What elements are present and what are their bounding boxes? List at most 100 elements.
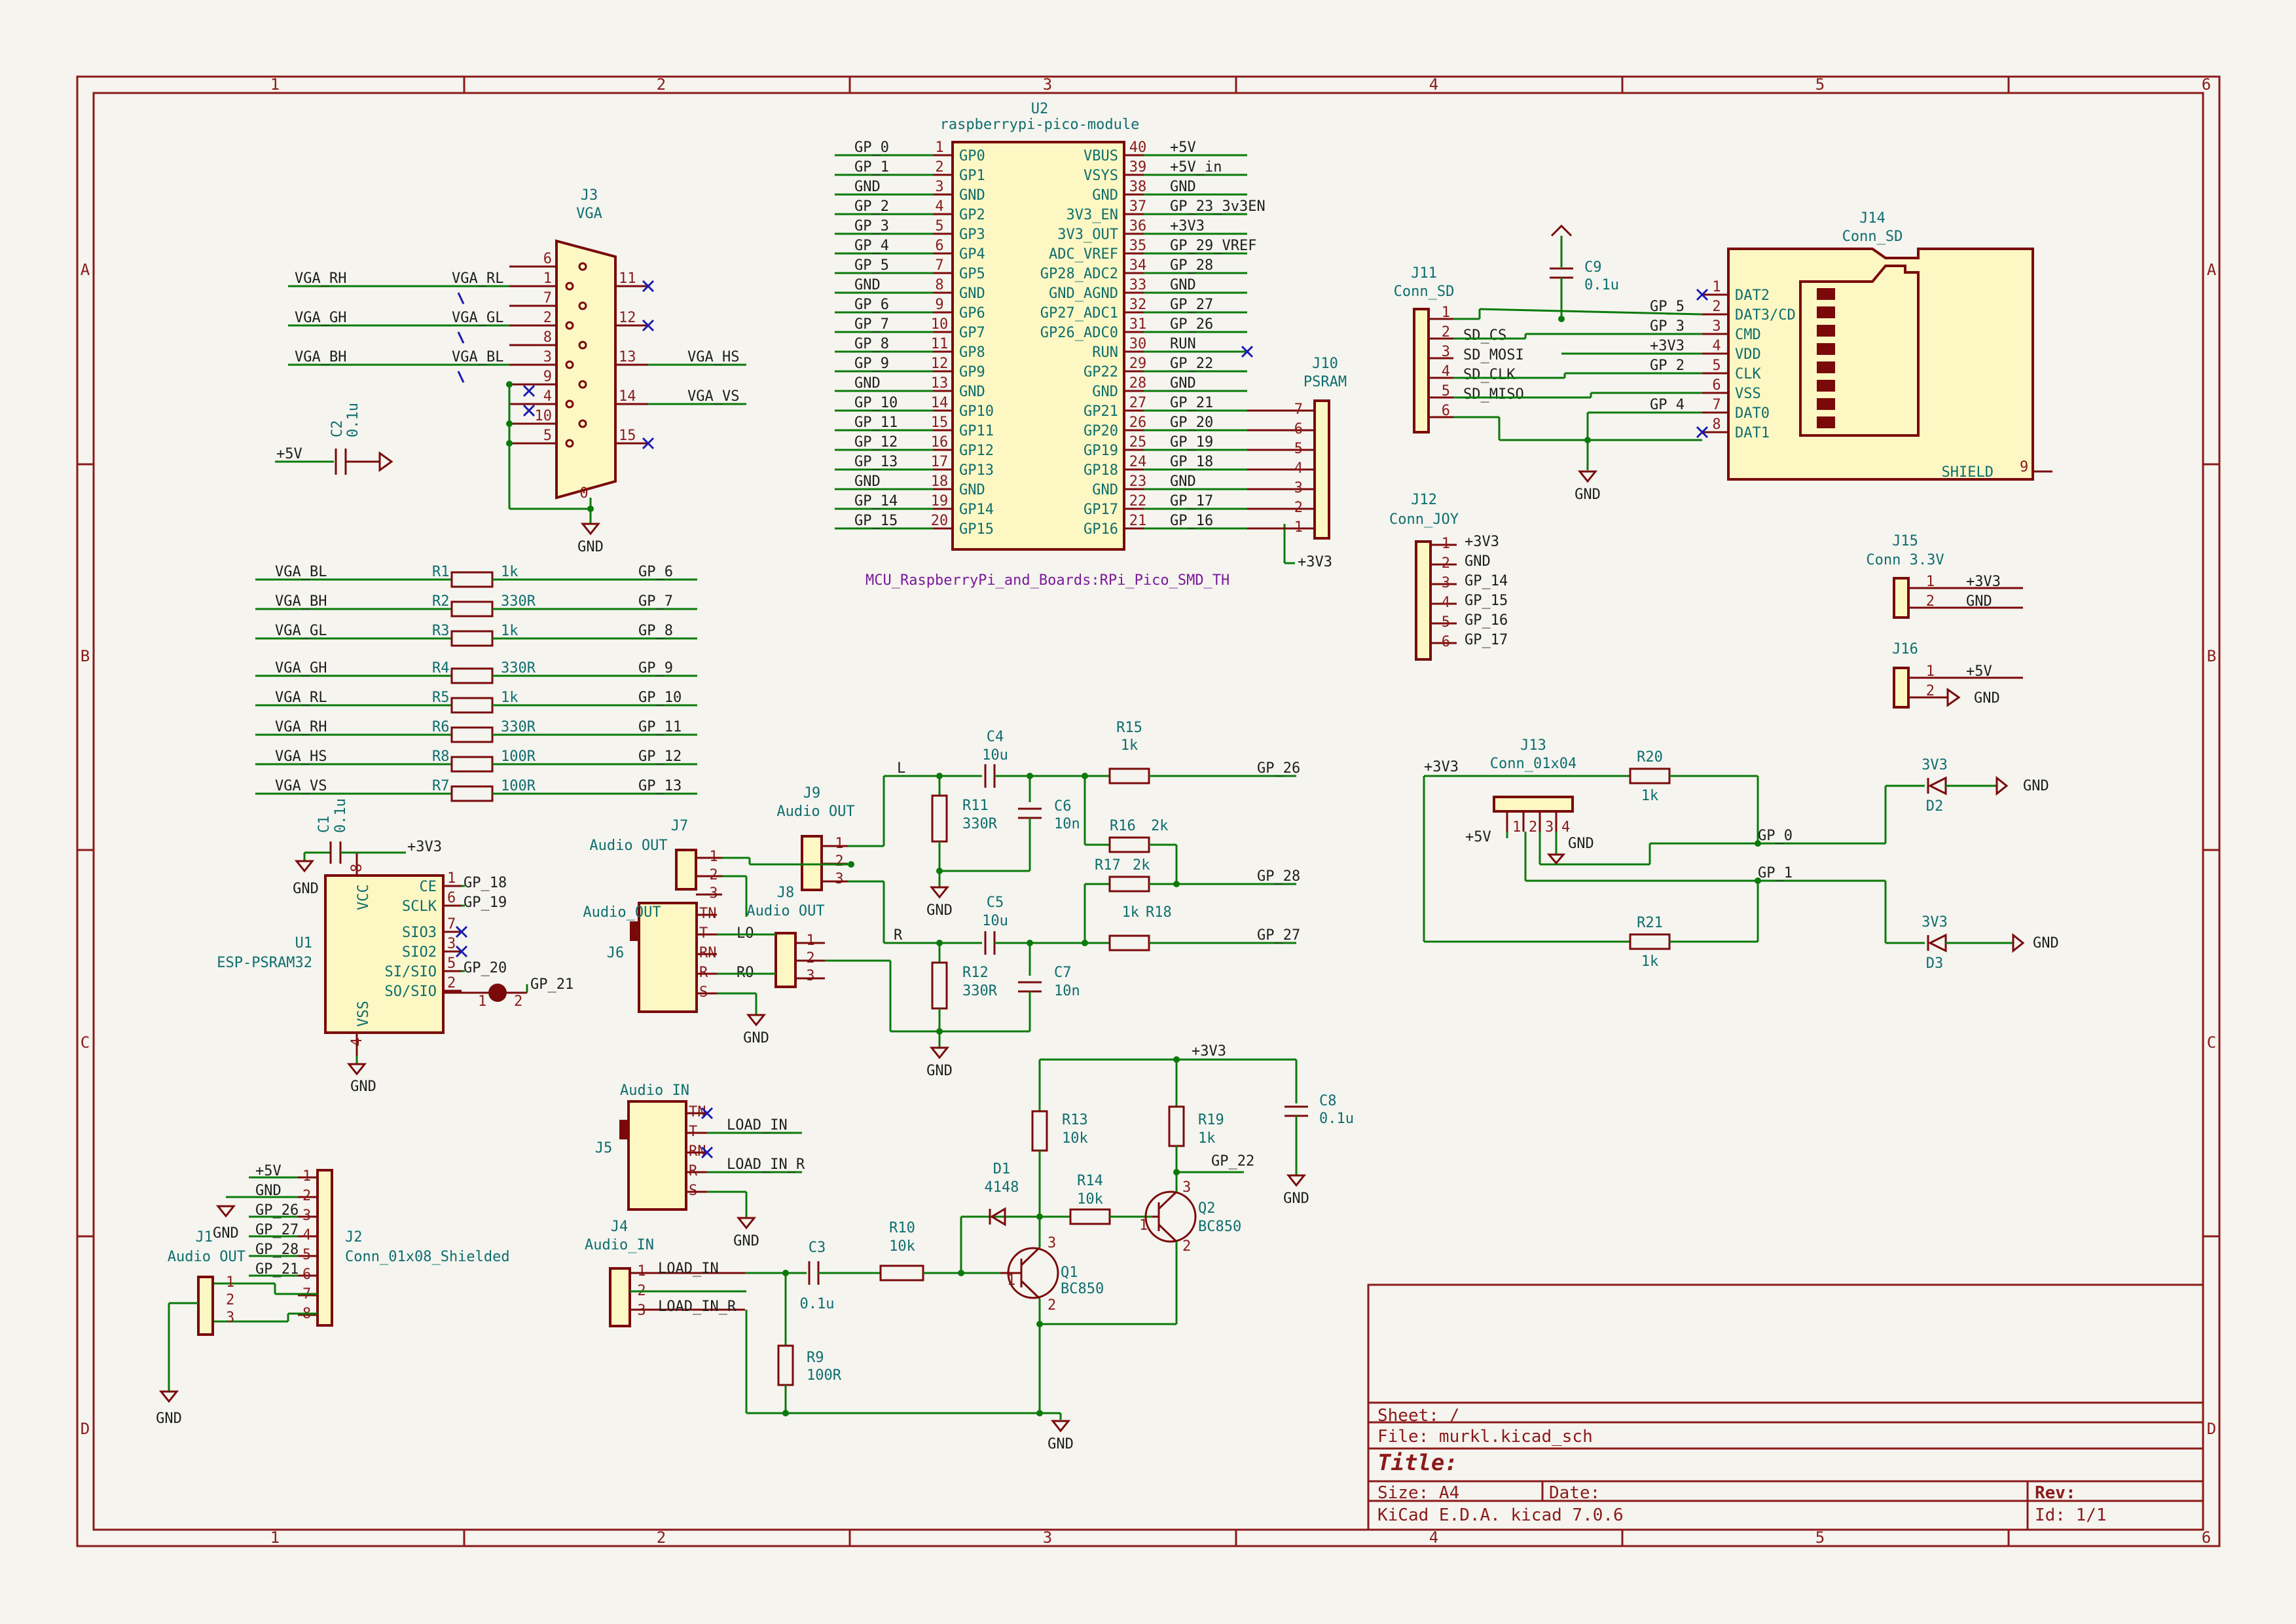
audio-input-section: Audio INJ5TNTRNRSLOAD_INLOAD_IN_RGNDJ4Au… (585, 1043, 1354, 1452)
row-label-left-a: A (81, 261, 90, 279)
u2-left-pin-num: 16 (931, 434, 949, 451)
l-gnd-label: GND (926, 902, 953, 919)
u2-left-pin-name: GND (959, 286, 985, 302)
rbank-left-net: VGA_GH (275, 660, 327, 676)
vga-label-arrow (457, 292, 465, 304)
u2-left-pin-name: GP9 (959, 364, 985, 380)
j3-right-pin-num: 11 (619, 270, 636, 287)
sd-gnd-label: GND (1575, 487, 1601, 503)
vga-hs-net: VGA_HS (687, 349, 739, 365)
u2-left-pin-num: 3 (935, 179, 943, 195)
r9 (777, 1344, 794, 1386)
j14-shield-num: 9 (2020, 459, 2028, 475)
u2-right-pin-name: GP19 (1084, 443, 1118, 459)
rbank-value: 100R (501, 778, 536, 794)
rbank-right-net: GP_9 (638, 660, 673, 676)
r-net: R (894, 927, 903, 944)
u1-vcc-name: VCC (355, 884, 372, 910)
u2-right-pin-name: VBUS (1084, 148, 1118, 164)
q1-value: BC850 (1061, 1281, 1104, 1297)
col-label-bottom-3: 3 (1043, 1528, 1052, 1547)
j12-net: GND (1465, 553, 1491, 570)
u2-right-pin-name: GP27_ADC1 (1040, 305, 1118, 322)
j3-ref: J3 (581, 187, 598, 204)
u2-left-net: GP_13 (854, 454, 898, 470)
j3-left-pin-num: 2 (543, 310, 552, 326)
j9-value: Audio OUT (776, 803, 854, 820)
rbank-ref: R8 (432, 748, 450, 765)
j9-body (801, 835, 823, 891)
j3-pin-dot (565, 321, 574, 330)
u2-right-pin-num: 37 (1129, 198, 1147, 215)
j2-pin-num: 1 (302, 1168, 311, 1185)
rbank-ref: R7 (432, 778, 450, 794)
r10 (879, 1264, 924, 1282)
r11-value: 330R (962, 816, 998, 832)
j16-pin-num: 2 (1926, 683, 1935, 699)
j3-pin-dot (578, 341, 587, 350)
q1-emitter (1020, 1280, 1041, 1300)
rbank-right-net: GP_10 (638, 690, 682, 706)
d1-ref: D1 (993, 1161, 1011, 1177)
u1-pin-name: SIO3 (402, 925, 437, 941)
load-in-net: LOAD_IN (727, 1117, 788, 1134)
vga-low-net: VGA_RL (452, 270, 503, 287)
j9-pin-num: 2 (835, 853, 843, 870)
q1-pin-3: 3 (1048, 1235, 1056, 1251)
j10-ref: J10 (1312, 356, 1338, 372)
u2-right-pin-name: GP16 (1084, 521, 1118, 538)
u2-left-pin-num: 4 (935, 198, 943, 215)
u2-right-pin-name: VSYS (1084, 168, 1118, 184)
q2-emitter (1157, 1223, 1178, 1243)
u1-vss-name: VSS (355, 1001, 372, 1027)
audioin-gnd-label: GND (1048, 1436, 1074, 1452)
audio-out-j1: J1 Audio OUT GND 123 (156, 1229, 246, 1427)
u2-left-pin-num: 12 (931, 356, 949, 372)
u2-right-net: GP_16 (1170, 513, 1213, 529)
u2-right-net: GP_19 (1170, 434, 1213, 451)
j11-value: Conn_SD (1394, 284, 1455, 300)
u2-left-pin-name: GP12 (959, 443, 994, 459)
r19-ref: R19 (1198, 1112, 1224, 1128)
c5-value: 10u (982, 913, 1008, 929)
j16-ref: J16 (1892, 641, 1918, 657)
j2-value: Conn_01x08_Shielded (345, 1249, 510, 1265)
j2-pin-num: 2 (302, 1188, 311, 1204)
rbank-value: 1k (501, 564, 519, 580)
u2-left-net: GP_5 (854, 257, 889, 274)
r16-value: 2k (1151, 818, 1169, 834)
u2-right-pin-num: 34 (1129, 257, 1147, 274)
gp22-net: GP_22 (1211, 1153, 1254, 1170)
u2-right-net: +5V_in (1170, 159, 1222, 175)
j9-pin-num: 3 (835, 871, 843, 887)
u2-left-pin-name: GP5 (959, 266, 985, 282)
d2-value: 3V3 (1922, 757, 1948, 773)
j3-left-pin-num: 9 (543, 369, 552, 385)
u2-left-net: GP_0 (854, 139, 889, 156)
junction-dot (506, 381, 513, 388)
u1-pin-num: 3 (447, 936, 456, 952)
j10-pin-num: 7 (1294, 401, 1303, 418)
rbank-value: 330R (501, 719, 536, 735)
c5-ref: C5 (987, 895, 1004, 911)
j8-body (774, 932, 797, 988)
junction-dot (936, 940, 943, 946)
u2-right-net: +3V3 (1170, 218, 1205, 234)
j5-ref: J5 (595, 1140, 613, 1156)
j6-body (638, 902, 698, 1013)
u2-right-pin-name: 3V3_OUT (1057, 227, 1118, 243)
rbank-ref: R1 (432, 564, 450, 580)
row-label-left-b: B (81, 647, 90, 665)
j3-pin-dot (578, 262, 587, 271)
c2-net: +5V (276, 446, 302, 462)
u1-pin-name: SCLK (402, 898, 437, 915)
j14-pin-name: DAT1 (1735, 425, 1770, 441)
j14-contact (1817, 306, 1835, 318)
j14-shield: SHIELD (1942, 464, 1994, 481)
no-connect-mark (522, 404, 536, 417)
no-connect-mark (522, 384, 536, 397)
c8-ref: C8 (1319, 1093, 1337, 1109)
j2-net: GP_21 (255, 1261, 299, 1278)
j4-net-1: LOAD_IN (658, 1261, 719, 1277)
